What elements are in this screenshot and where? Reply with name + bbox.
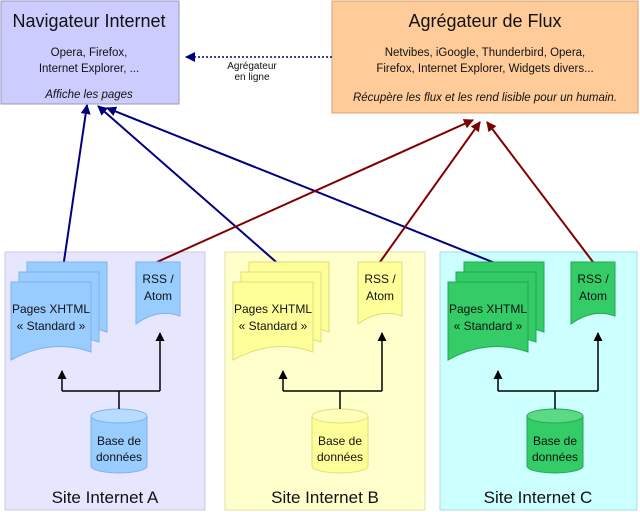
aggregator-box: Agrégateur de Flux Netvibes, iGoogle, Th… — [331, 0, 639, 114]
aggregator-line1: Netvibes, iGoogle, Thunderbird, Opera, — [385, 47, 586, 59]
database-label-line2: données — [317, 450, 363, 464]
pages-label-line2: « Standard » — [17, 319, 86, 333]
site-c: Pages XHTML « Standard » RSS / Atom Base… — [447, 261, 616, 507]
database-fork-arrows — [493, 332, 603, 409]
arrow-pages-a-to-browser — [62, 104, 91, 269]
site-title: Site Internet C — [484, 488, 593, 507]
database-fork-arrows — [278, 332, 387, 409]
online-aggregator-label-line2: en ligne — [234, 72, 269, 83]
aggregator-line2: Firefox, Internet Explorer, Widgets dive… — [376, 63, 593, 75]
browser-line1: Opera, Firefox, — [51, 47, 128, 59]
database-label-line1: Base de — [533, 434, 577, 448]
aggregator-caption: Récupère les flux et les rend lisible po… — [353, 92, 617, 104]
database-icon — [526, 408, 584, 474]
pages-label-line1: Pages XHTML — [234, 302, 312, 316]
site-title: Site Internet A — [52, 488, 159, 507]
arrow-rss-c-to-aggregator — [486, 121, 594, 263]
rss-document-icon — [570, 261, 616, 325]
site-title: Site Internet B — [271, 488, 379, 507]
arrow-rss-a-to-aggregator — [156, 119, 474, 263]
database-label-line1: Base de — [318, 434, 362, 448]
pages-label-line2: « Standard » — [454, 319, 523, 333]
aggregator-title: Agrégateur de Flux — [408, 11, 561, 31]
database-icon — [311, 408, 369, 474]
rss-label-line2: Atom — [579, 289, 607, 303]
rss-label-line1: RSS / — [577, 272, 609, 286]
pages-stack-icon — [232, 261, 330, 361]
rss-document-icon — [357, 261, 403, 325]
rss-label-line1: RSS / — [142, 272, 174, 286]
rss-label-line2: Atom — [366, 289, 394, 303]
rss-label-line1: RSS / — [364, 272, 396, 286]
rss-document-icon — [135, 261, 181, 325]
browser-title: Navigateur Internet — [12, 11, 165, 31]
arrow-rss-b-to-aggregator — [379, 121, 481, 263]
rss-label-line2: Atom — [144, 289, 172, 303]
site-b: Pages XHTML « Standard » RSS / Atom Base… — [232, 261, 403, 507]
database-label-line2: données — [96, 450, 142, 464]
pages-label-line1: Pages XHTML — [12, 302, 90, 316]
browser-line2: Internet Explorer, ... — [39, 63, 139, 75]
site-a: Pages XHTML « Standard » RSS / Atom Base… — [10, 261, 181, 507]
database-fork-arrows — [57, 332, 165, 409]
pages-label-line1: Pages XHTML — [449, 302, 527, 316]
pages-stack-icon — [10, 261, 108, 361]
arrow-pages-c-to-browser — [106, 106, 501, 266]
database-icon — [90, 408, 148, 474]
online-aggregator-label-line1: Agrégateur — [227, 61, 277, 72]
database-label-line2: données — [532, 450, 578, 464]
arrow-pages-b-to-browser — [97, 105, 284, 269]
browser-caption: Affiche les pages — [44, 89, 133, 101]
browser-box: Navigateur Internet Opera, Firefox, Inte… — [0, 0, 180, 105]
pages-label-line2: « Standard » — [239, 319, 308, 333]
database-label-line1: Base de — [97, 434, 141, 448]
pages-stack-icon — [447, 261, 545, 361]
